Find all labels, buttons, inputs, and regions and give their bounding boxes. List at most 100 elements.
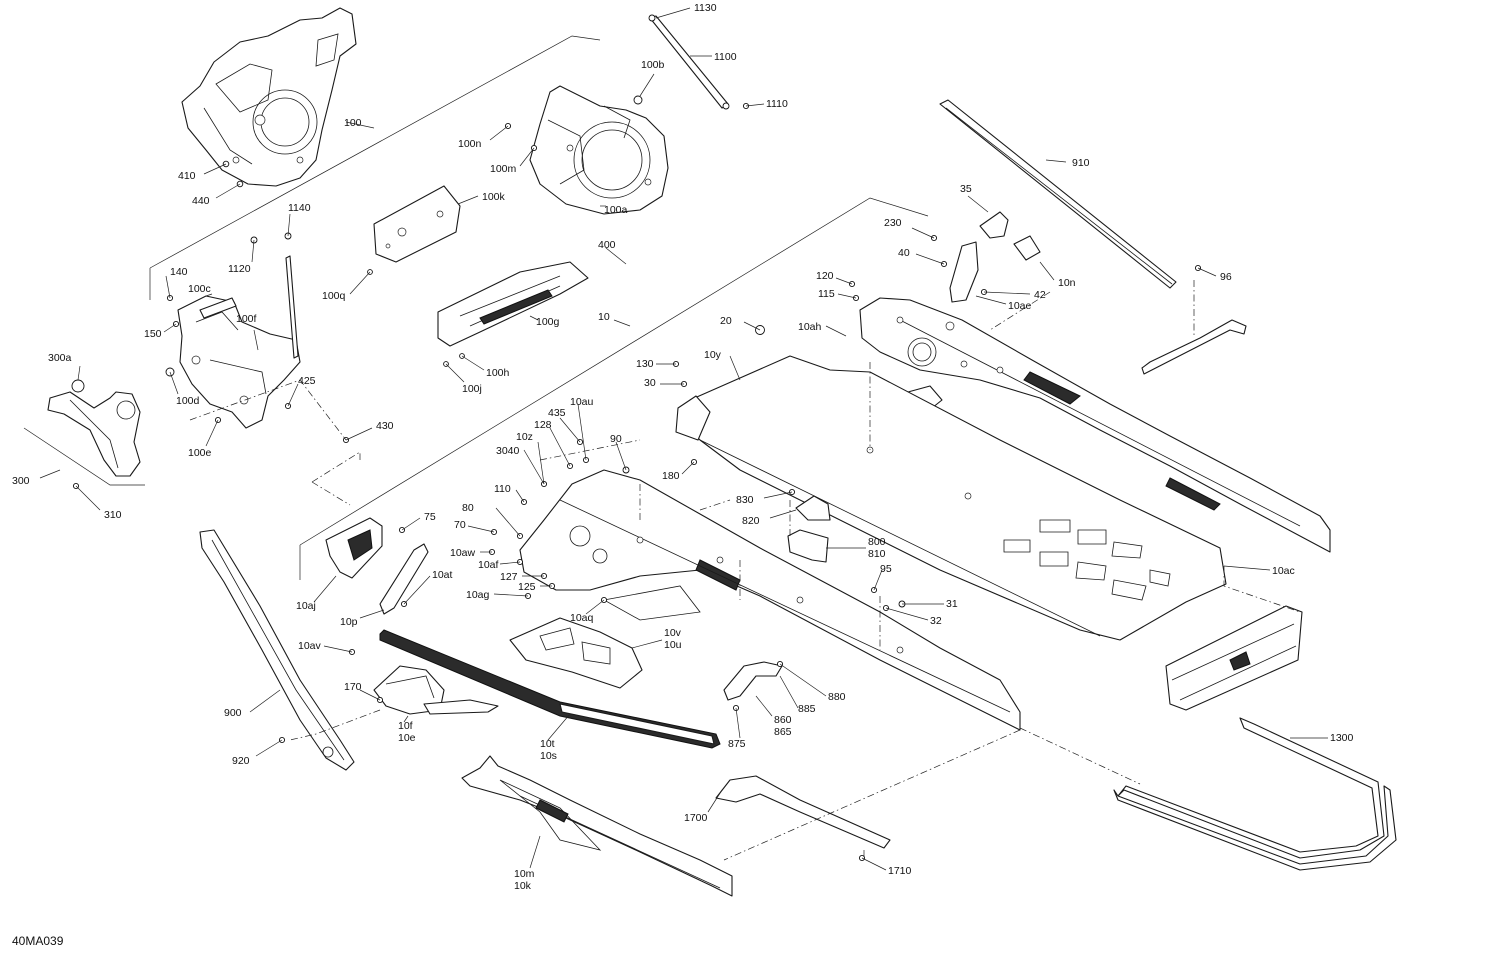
callout-880: 880 (828, 691, 846, 703)
callout-910: 910 (1072, 157, 1090, 169)
callout-10ac: 10ac (1272, 565, 1295, 577)
callout-110: 110 (494, 483, 511, 495)
callout-435: 435 (548, 407, 566, 419)
callout-100c: 100c (188, 283, 211, 295)
callout-125: 125 (518, 581, 536, 593)
callout-1100: 1100 (714, 51, 737, 63)
callout-10z: 10z (516, 431, 533, 443)
callout-180: 180 (662, 470, 680, 482)
callout-140: 140 (170, 266, 188, 278)
callout-3040: 3040 (496, 445, 520, 457)
bracket-part-35 (979, 211, 1009, 239)
plate-part-100k (373, 185, 461, 263)
callout-70: 70 (454, 519, 466, 531)
bracket-part-880 (723, 661, 783, 701)
callout-1130: 1130 (694, 2, 717, 14)
group-boundary-lines (23, 35, 929, 580)
callout-875: 875 (728, 738, 746, 750)
callout-150: 150 (144, 328, 162, 340)
callout-96: 96 (1220, 271, 1232, 283)
callout-10aq: 10aq (570, 612, 594, 624)
callout-410: 410 (178, 170, 196, 182)
callout-100g: 100g (536, 316, 560, 328)
callout-10aj: 10aj (296, 600, 316, 612)
bracket-part-820 (795, 495, 831, 521)
callout-90: 90 (610, 433, 622, 445)
callout-820: 820 (742, 515, 760, 527)
callout-130: 130 (636, 358, 654, 370)
front-bulkhead-part (181, 7, 357, 187)
callout-100h: 100h (486, 367, 510, 379)
fastener-100b (633, 95, 643, 105)
callout-1120: 1120 (228, 263, 251, 275)
callout-100a: 100a (604, 204, 628, 216)
callout-10n: 10n (1058, 277, 1076, 289)
figure-code-label: 40MA039 (12, 934, 64, 948)
callout-10v: 10v (664, 627, 682, 639)
callout-425: 425 (298, 375, 316, 387)
callout-100m: 100m (490, 163, 517, 175)
callout-1300: 1300 (1330, 732, 1354, 744)
callout-10ae: 10ae (1008, 300, 1032, 312)
callout-100j: 100j (462, 383, 482, 395)
support-rod-1100 (648, 14, 730, 110)
callout-42: 42 (1034, 289, 1046, 301)
left-frame-part-100c (177, 255, 301, 429)
callout-80: 80 (462, 502, 474, 514)
callout-10e: 10e (398, 732, 416, 744)
bracket-part-10p (379, 543, 429, 615)
heat-shield-part-100g (437, 261, 589, 347)
callout-10at: 10at (432, 569, 453, 581)
callout-860: 860 (774, 714, 792, 726)
bracket-part-10n (1013, 235, 1041, 261)
callout-10ag: 10ag (466, 589, 490, 601)
callout-35: 35 (960, 183, 972, 195)
callout-100f: 100f (236, 313, 257, 325)
bushing-300a (71, 379, 85, 393)
callout-885: 885 (798, 703, 816, 715)
callout-10k: 10k (514, 880, 532, 892)
callout-10t: 10t (540, 738, 555, 750)
callout-120: 120 (816, 270, 834, 282)
callout-100e: 100e (188, 447, 212, 459)
callout-300a: 300a (48, 352, 72, 364)
assembly-dash-lines (189, 280, 1301, 861)
bracket-part-800 (787, 529, 829, 563)
leader-lines (39, 7, 1328, 871)
callout-10m: 10m (514, 868, 535, 880)
callout-310: 310 (104, 509, 122, 521)
callout-300: 300 (12, 475, 30, 487)
callout-10af: 10af (478, 559, 499, 571)
bracket-part-10aj (325, 517, 383, 579)
side-rail-part-900 (199, 529, 355, 771)
callout-865: 865 (774, 726, 792, 738)
callout-400: 400 (598, 239, 616, 251)
callout-95: 95 (880, 563, 892, 575)
callout-10av: 10av (298, 640, 322, 652)
callout-1700: 1700 (684, 812, 708, 824)
callout-10u: 10u (664, 639, 682, 651)
callout-440: 440 (192, 195, 210, 207)
plate-part-10v (509, 617, 643, 689)
support-bracket-part-300 (47, 379, 141, 477)
cutout-pattern (1003, 519, 1171, 601)
callout-75: 75 (424, 511, 436, 523)
callout-1110: 1110 (766, 98, 788, 110)
callout-430: 430 (376, 420, 394, 432)
left-tunnel-side-part (519, 469, 1021, 731)
callout-100q: 100q (322, 290, 346, 302)
callout-10aw: 10aw (450, 547, 476, 559)
trim-strip-part-1700 (715, 775, 891, 849)
callout-100b: 100b (641, 59, 665, 71)
rear-bumper-part (1113, 717, 1397, 871)
callout-100: 100 (344, 117, 362, 129)
callout-10au: 10au (570, 396, 594, 408)
callout-40: 40 (898, 247, 910, 259)
callout-32: 32 (930, 615, 942, 627)
callout-100k: 100k (482, 191, 506, 203)
callout-115: 115 (818, 288, 835, 300)
right-bulkhead-part (529, 85, 669, 215)
callout-31: 31 (946, 598, 958, 610)
callout-10p: 10p (340, 616, 358, 628)
